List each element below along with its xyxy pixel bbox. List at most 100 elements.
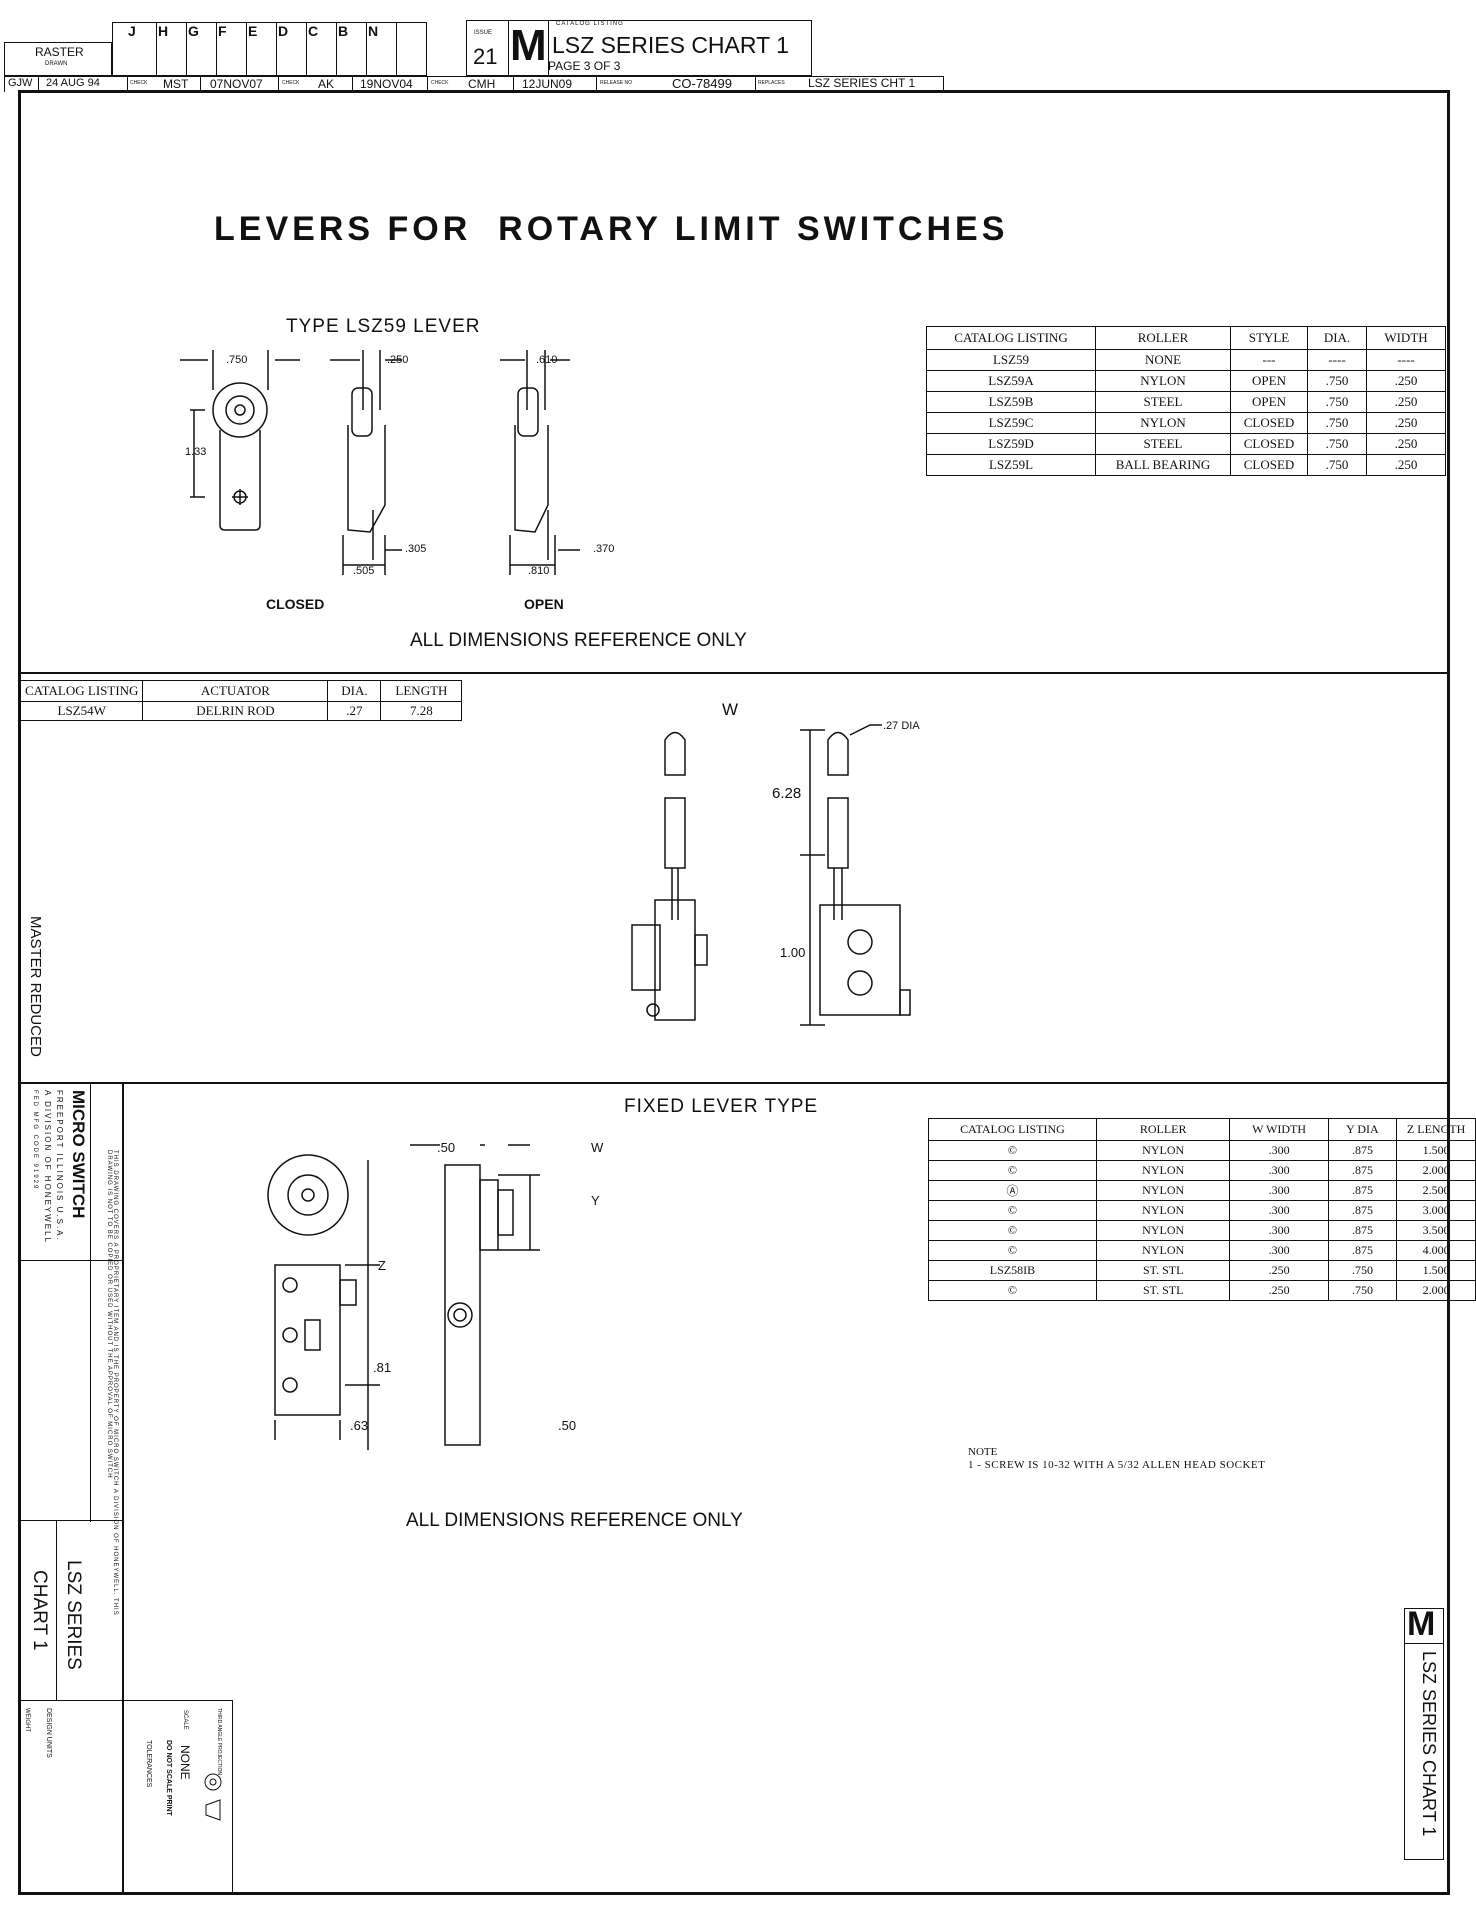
lsz59-lever-drawing [180, 350, 620, 630]
dim-750: .750 [226, 354, 248, 366]
projection-label: THIRD ANGLE PROJECTION [216, 1708, 222, 1775]
table-cell: © [928, 1160, 1097, 1181]
dim-628: 6.28 [772, 785, 802, 802]
company-division: A DIVISION OF HONEYWELL [43, 1090, 52, 1245]
rev-letter: M [510, 21, 547, 70]
table-cell: .250 [1366, 370, 1446, 392]
lsz54w-header-cell: ACTUATOR [142, 680, 329, 702]
table-cell: .875 [1327, 1240, 1398, 1261]
table-cell: OPEN [1230, 370, 1308, 392]
table-cell: © [928, 1200, 1097, 1221]
revisions-box [112, 22, 427, 76]
dim-250: .250 [387, 354, 409, 366]
dim-50-bottom: .50 [558, 1418, 577, 1433]
check3-date: 12JUN09 [522, 77, 573, 91]
table-cell: ---- [1366, 349, 1446, 371]
table-cell: 3.000 [1396, 1200, 1476, 1221]
table-cell: .300 [1229, 1140, 1329, 1161]
issue-box [466, 20, 812, 76]
catalog-title: LSZ SERIES CHART 1 [552, 32, 789, 58]
table-cell: NYLON [1095, 1140, 1231, 1161]
section-divider-1 [18, 672, 1450, 674]
table-cell: © [928, 1280, 1097, 1301]
drawn-label: DRAWN [45, 61, 68, 67]
tolerances-label: TOLERANCES [145, 1740, 152, 1788]
revision-letter: C [308, 23, 337, 75]
revision-letter: B [338, 23, 367, 75]
dim-z: Z [378, 1258, 386, 1273]
note-title: NOTE [968, 1446, 998, 1458]
table-cell: LSZ59L [926, 454, 1096, 476]
table-cell: LSZ54W [19, 701, 144, 721]
scale-label: SCALE [182, 1710, 188, 1730]
table-cell: 7.28 [380, 701, 463, 721]
rod-front-view [800, 725, 910, 1025]
table-cell: .750 [1307, 412, 1367, 434]
table-cell: NYLON [1095, 370, 1231, 392]
master-reduced-label: MASTER REDUCED [27, 916, 44, 1057]
left-title-panel [18, 1082, 124, 1895]
table-cell: ---- [1307, 349, 1367, 371]
table-cell: .250 [1229, 1260, 1329, 1281]
company-name: MICRO SWITCH [69, 1090, 88, 1219]
fixed-lever-header-cell: ROLLER [1095, 1118, 1231, 1141]
signoff-row [4, 76, 944, 92]
table-cell: .750 [1307, 370, 1367, 392]
replaces-label: REPLACES [758, 80, 785, 86]
table-cell: .250 [1366, 433, 1446, 455]
lsz54w-header-cell: LENGTH [380, 680, 463, 702]
check-label-1: CHECK [130, 80, 148, 86]
catalog-listing-label: CATALOG LISTING [556, 21, 624, 27]
table-cell: .300 [1229, 1160, 1329, 1181]
table-cell: 1.500 [1396, 1260, 1476, 1281]
lsz54w-header-cell: CATALOG LISTING [19, 680, 144, 702]
section1-note: ALL DIMENSIONS REFERENCE ONLY [410, 630, 747, 651]
table-cell: .875 [1327, 1140, 1398, 1161]
table-cell: NYLON [1095, 412, 1231, 434]
revision-letter: H [158, 23, 187, 75]
design-units-label: DESIGN UNITS [45, 1708, 52, 1758]
chart-label: CHART 1 [29, 1570, 50, 1651]
table-cell: .875 [1327, 1220, 1398, 1241]
lsz59-header-cell: DIA. [1307, 326, 1367, 350]
table-cell: © [928, 1240, 1097, 1261]
lsz59-header-cell: ROLLER [1095, 326, 1231, 350]
dim-133: 1.33 [185, 446, 207, 458]
revision-letter: D [278, 23, 307, 75]
page-label: PAGE 3 OF 3 [548, 59, 621, 73]
drawing-frame [18, 90, 1450, 1895]
lsz54w-header-cell: DIA. [327, 680, 382, 702]
table-cell: LSZ59C [926, 412, 1096, 434]
check1-by: MST [163, 77, 189, 91]
dim-370: .370 [593, 543, 615, 555]
lsz59-header-cell: WIDTH [1366, 326, 1446, 350]
dim-610: .610 [536, 354, 558, 366]
label-closed: CLOSED [266, 596, 325, 612]
table-cell: .750 [1327, 1280, 1398, 1301]
table-cell: .250 [1366, 412, 1446, 434]
issue-number: 21 [473, 44, 498, 69]
fixed-lever-header-cell: Z LENGTH [1396, 1118, 1476, 1141]
corner-stamp-letter: M [1407, 1605, 1436, 1643]
table-cell: NYLON [1095, 1220, 1231, 1241]
table-cell: LSZ59B [926, 391, 1096, 413]
check-label-2: CHECK [282, 80, 300, 86]
table-cell: ST. STL [1095, 1260, 1231, 1281]
lsz59-front-view [180, 350, 300, 530]
table-cell: --- [1230, 349, 1308, 371]
release-label: RELEASE NO [600, 80, 632, 86]
table-cell: .750 [1307, 454, 1367, 476]
fixed-lever-header-cell: Y DIA [1327, 1118, 1398, 1141]
do-not-scale: DO NOT SCALE PRINT [165, 1740, 172, 1816]
lsz59-closed-side-view [330, 350, 402, 575]
dim-w: W [591, 1140, 604, 1155]
